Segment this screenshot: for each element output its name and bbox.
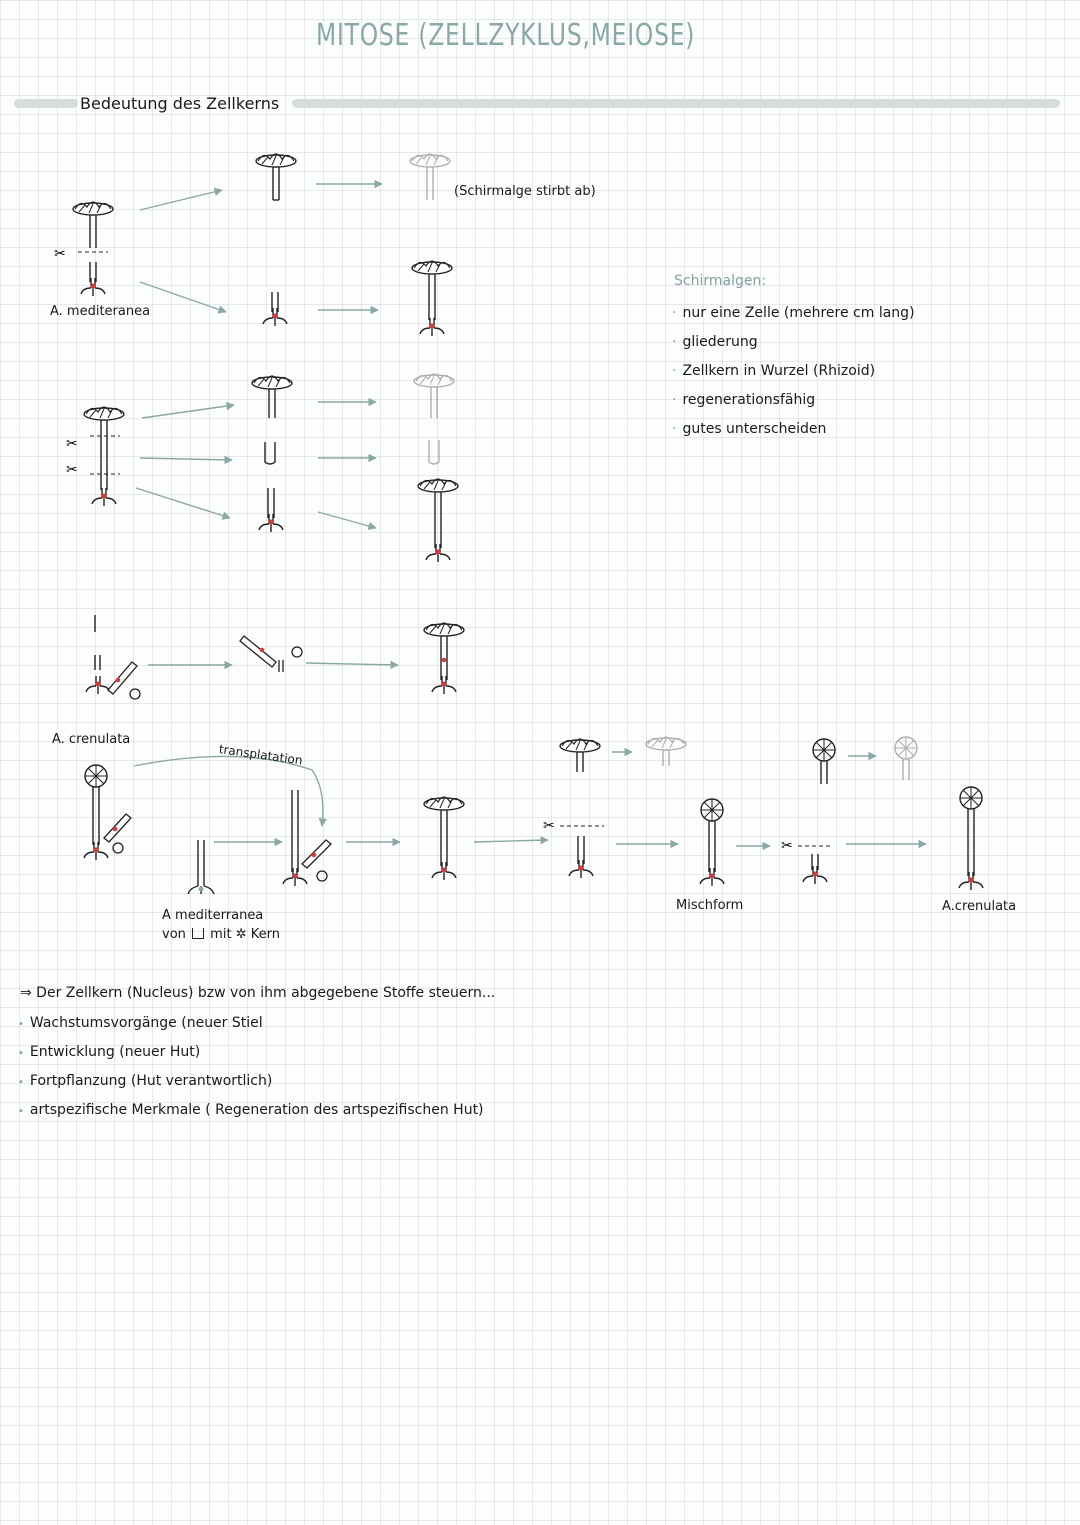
alga-cap-only	[255, 153, 297, 201]
label-mediteranea-1: A. mediteranea	[50, 304, 151, 319]
label-crenulata-1: A. crenulata	[52, 732, 131, 747]
alga-cap-dead-2	[894, 736, 918, 780]
list-item: artspezifische Merkmale ( Regeneration d…	[18, 1099, 484, 1128]
alga-dead	[409, 153, 451, 200]
list-item: gutes unterscheiden	[672, 418, 915, 447]
star-cap-icon: ✲	[235, 927, 247, 942]
alga-cap-removed-2	[812, 738, 836, 784]
svg-text:✂: ✂	[543, 818, 555, 834]
conclusion-list: Wachstumsvorgänge (neuer Stiel Entwicklu…	[18, 1012, 484, 1128]
conclusion-lead: ⇒ Der Zellkern (Nucleus) bzw von ihm abg…	[20, 985, 496, 1001]
alga-dead-2	[413, 373, 455, 465]
list-item: nur eine Zelle (mehrere cm lang)	[672, 302, 914, 331]
label-mit: mit	[210, 927, 232, 942]
label-von: von	[162, 927, 186, 942]
list-item: Fortpflanzung (Hut verantwortlich)	[18, 1070, 484, 1099]
notes-list: nur eine Zelle (mehrere cm lang) glieder…	[672, 302, 915, 447]
svg-text:✂: ✂	[66, 436, 78, 452]
svg-text:✂: ✂	[54, 246, 66, 262]
alga-enucleated	[85, 615, 141, 700]
label-dies: (Schirmalge stirbt ab)	[454, 184, 596, 199]
heading-bar-right	[292, 99, 1060, 108]
list-item: gliederung	[672, 331, 915, 360]
svg-text:✂: ✂	[781, 838, 793, 854]
alga-regenerated-1	[411, 260, 453, 337]
notes-title: Schirmalgen:	[674, 273, 767, 289]
alga-regenerated-3	[423, 622, 465, 695]
list-item: Entwicklung (neuer Hut)	[18, 1041, 484, 1070]
svg-text:✂: ✂	[66, 462, 78, 478]
stalk-symbol-icon	[192, 928, 205, 939]
heading-bar-left	[14, 99, 78, 108]
alga-mediterranea-stalk	[187, 840, 215, 895]
alga-cap-removed-1	[559, 738, 601, 772]
list-item: Wachstumsvorgänge (neuer Stiel	[18, 1012, 484, 1041]
alga-full-1: ✂	[54, 201, 114, 297]
list-item: regenerationsfähig	[672, 389, 915, 418]
alga-hybrid-1	[423, 796, 465, 881]
alga-rhizoid-only	[262, 292, 288, 327]
alga-cut-1: ✂	[543, 818, 604, 879]
alga-cut-2: ✂	[781, 838, 830, 885]
section-heading: Bedeutung des Zellkerns	[80, 94, 280, 113]
alga-regenerated-2	[417, 478, 459, 563]
alga-cap-only-2	[251, 375, 293, 418]
label-mediterranea-2: A mediterranea von mit ✲ Kern	[162, 906, 280, 944]
alga-cap-dead-1	[645, 736, 687, 766]
alga-crenulata-source	[83, 764, 132, 861]
alga-mischform	[699, 798, 725, 887]
label-mischform: Mischform	[676, 898, 744, 913]
label-mediterranea-2-line1: A mediterranea	[162, 908, 264, 923]
alga-crenulata-result	[958, 786, 984, 891]
alga-full-2: ✂ ✂	[66, 406, 125, 507]
alga-stalk-piece	[264, 442, 276, 465]
alga-rhizoid-only-2	[258, 488, 284, 533]
label-mediterranea-2-line2: von mit ✲ Kern	[162, 925, 280, 944]
list-item: Zellkern in Wurzel (Rhizoid)	[672, 360, 915, 389]
alga-transplanted	[282, 790, 332, 887]
label-crenulata-2: A.crenulata	[942, 899, 1017, 914]
label-kern: Kern	[250, 927, 280, 942]
pipette-with-nucleus	[239, 635, 303, 672]
page-title: MITOSE (ZELLZYKLUS,MEIOSE)	[316, 18, 696, 53]
